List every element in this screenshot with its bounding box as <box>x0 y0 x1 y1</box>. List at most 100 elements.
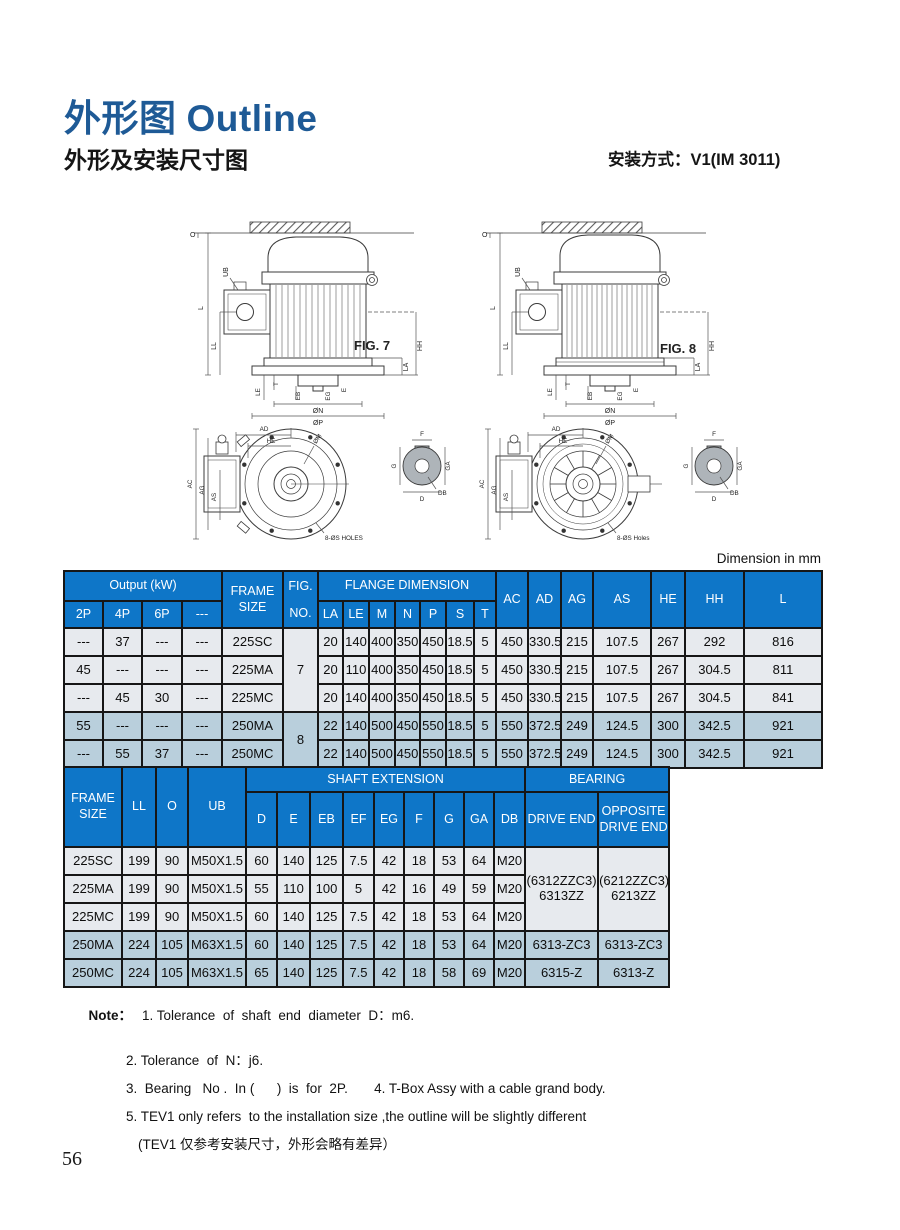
table-cell: 107.5 <box>592 683 652 713</box>
dim-label-d: D <box>712 496 717 503</box>
dim-label-g: G <box>391 463 398 468</box>
table-cell: M50X1.5 <box>187 874 247 904</box>
table-cell: 225SC <box>221 627 284 657</box>
table-cell: 225MA <box>63 874 123 904</box>
dim-label-db: DB <box>730 490 739 497</box>
dim-label-ll: LL <box>503 342 510 350</box>
table-cell: 372.5 <box>527 711 562 741</box>
dim-label-o: O <box>190 232 196 239</box>
dim-label-e: E <box>633 388 640 392</box>
dim-label-eb: EB <box>587 392 594 400</box>
table-cell: 7.5 <box>342 846 375 876</box>
table-cell: 42 <box>373 902 405 932</box>
table-cell: 342.5 <box>684 739 745 769</box>
table-cell: 8 <box>282 711 319 769</box>
dim-label-p: ØP <box>313 420 323 427</box>
fig7-shaft-labels: F G GA D DB <box>391 431 452 503</box>
page-title-zh: 外形图 <box>64 98 177 139</box>
table-cell: 450 <box>495 683 529 713</box>
table-cell: 18 <box>403 902 435 932</box>
table-cell: 22 <box>317 711 344 741</box>
table-cell: --- <box>63 683 104 713</box>
table-cell: 6313-ZC3 <box>524 930 600 960</box>
table-cell: 5 <box>473 655 497 685</box>
holes-note: 8-ØS Holes <box>617 535 650 542</box>
table-cell: 53 <box>433 930 465 960</box>
table-cell: M20 <box>492 874 527 904</box>
table-cell: 7 <box>282 627 319 713</box>
table-cell: 124.5 <box>592 711 652 741</box>
table-cell: 53 <box>433 846 465 876</box>
table-cell: 7.5 <box>342 902 375 932</box>
dim-label-le: LE <box>547 388 554 396</box>
header-drive-end: DRIVE END <box>524 791 600 848</box>
table-cell: 42 <box>373 930 405 960</box>
page-number: 56 <box>62 1148 82 1170</box>
table-cell: 18 <box>403 846 435 876</box>
table-cell: --- <box>141 655 183 685</box>
table-cell: 249 <box>560 711 594 741</box>
table-cell: 53 <box>433 902 465 932</box>
header-dash: --- <box>181 600 223 629</box>
table-cell: 225SC <box>63 846 123 876</box>
table-cell: 64 <box>463 846 495 876</box>
dim-label-l: L <box>490 306 497 310</box>
table-cell: 37 <box>141 739 183 769</box>
header-fig-no: FIG. NO. <box>282 570 319 629</box>
table-cell: M20 <box>492 846 527 876</box>
table-cell: 55 <box>63 711 104 741</box>
table-cell: 400 <box>368 655 396 685</box>
table-cell: --- <box>181 655 223 685</box>
fig8-shaft-labels: F G GA D DB <box>683 431 744 503</box>
dim-label-eg: EG <box>617 391 624 400</box>
header-ac: AC <box>495 570 529 629</box>
table-cell: --- <box>141 711 183 741</box>
dim-label-db: DB <box>438 490 447 497</box>
dim-label-e: E <box>341 388 348 392</box>
dim-label-la: LA <box>403 362 410 371</box>
note-item-1: 1. Tolerance of shaft end diameter D：m6. <box>142 1008 415 1024</box>
table-cell: 124.5 <box>592 739 652 769</box>
table-cell: 500 <box>368 739 396 769</box>
table-cell: 224 <box>121 930 157 960</box>
table-cell: 224 <box>121 958 157 988</box>
fig8-flange-labels: AD HE ØM AC AG AS 8-ØS Holes <box>479 426 650 542</box>
header-ad: AD <box>527 570 562 629</box>
dim-label-ub: UB <box>515 267 522 277</box>
table-cell: --- <box>102 711 143 741</box>
header-frame-size: FRAME SIZE <box>63 766 123 848</box>
note-item-3: 3. Bearing No . In ( ) is for 2P. 4. T-B… <box>126 1080 606 1096</box>
table-cell: 107.5 <box>592 655 652 685</box>
table-cell: 18.5 <box>445 683 475 713</box>
header-s: S <box>445 600 475 629</box>
table-cell: 5 <box>473 683 497 713</box>
header-ag: AG <box>560 570 594 629</box>
dim-label-ac: AC <box>479 479 486 488</box>
table-cell: 140 <box>276 958 311 988</box>
table-cell: M50X1.5 <box>187 902 247 932</box>
table-cell: 60 <box>245 930 278 960</box>
table-cell: 140 <box>276 846 311 876</box>
header-4p: 4P <box>102 600 143 629</box>
dim-label-m: ØM <box>604 433 616 445</box>
dim-label-le: LE <box>255 388 262 396</box>
table-cell: 300 <box>650 711 686 741</box>
table-cell: 250MC <box>63 958 123 988</box>
dim-label-hh: HH <box>417 341 424 351</box>
table-cell: (6312ZZC3) 6313ZZ <box>524 846 600 932</box>
fig7-side-labels: O L LL UB HH LA T LE EB EG E ØN ØP FIG. … <box>190 232 424 427</box>
table-cell: 65 <box>245 958 278 988</box>
table-cell: M50X1.5 <box>187 846 247 876</box>
dim-label-n: ØN <box>605 408 616 415</box>
header-ef: EF <box>342 791 375 848</box>
table-cell: 90 <box>155 874 189 904</box>
table-cell: 450 <box>419 655 447 685</box>
header-he: HE <box>650 570 686 629</box>
fig7-side-view <box>194 221 414 392</box>
header-hh: HH <box>684 570 745 629</box>
table-cell: 18.5 <box>445 655 475 685</box>
